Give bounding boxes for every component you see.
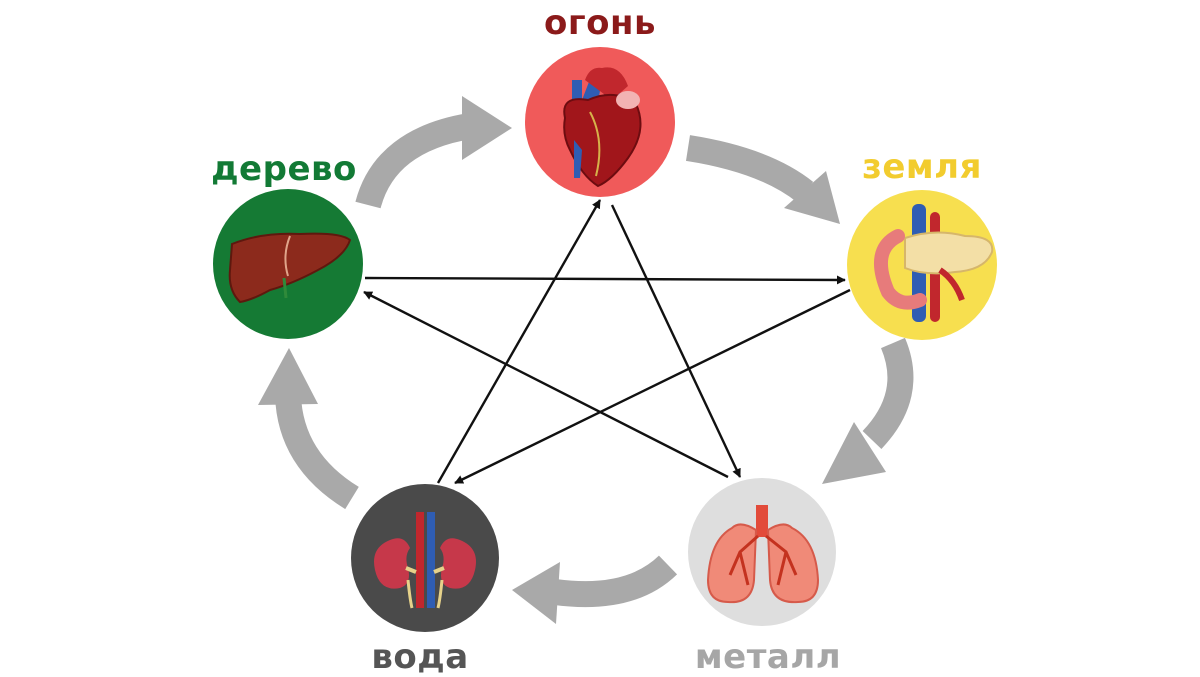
node-earth xyxy=(847,190,997,340)
wood-label: дерево xyxy=(211,149,357,189)
earth-label: земля xyxy=(862,147,982,187)
water-label: вода xyxy=(371,637,468,677)
metal-label: металл xyxy=(695,637,841,677)
node-fire xyxy=(525,47,675,197)
arrow-earth-to-water xyxy=(454,288,851,485)
arrow-wood-to-earth xyxy=(364,275,846,285)
arrow-metal-to-wood xyxy=(363,290,729,479)
arrow-water-to-fire xyxy=(436,199,602,484)
arrow-fire-to-metal xyxy=(610,204,742,478)
pancreas-icon xyxy=(874,204,994,322)
arrow-earth-to-metal xyxy=(822,337,914,484)
arrow-wood-to-fire xyxy=(355,96,512,209)
arrow-metal-to-water xyxy=(512,555,678,624)
node-metal xyxy=(688,478,836,626)
arrow-water-to-wood xyxy=(258,348,360,510)
lungs-icon xyxy=(706,505,820,604)
node-water xyxy=(351,484,499,632)
heart-icon xyxy=(563,67,642,188)
liver-icon xyxy=(228,232,352,304)
arrow-fire-to-earth xyxy=(685,135,840,224)
node-wood xyxy=(213,189,363,339)
generating-cycle xyxy=(258,96,914,624)
kidneys-icon xyxy=(374,512,476,609)
fire-label: огонь xyxy=(544,3,656,43)
controlling-cycle xyxy=(363,199,851,485)
